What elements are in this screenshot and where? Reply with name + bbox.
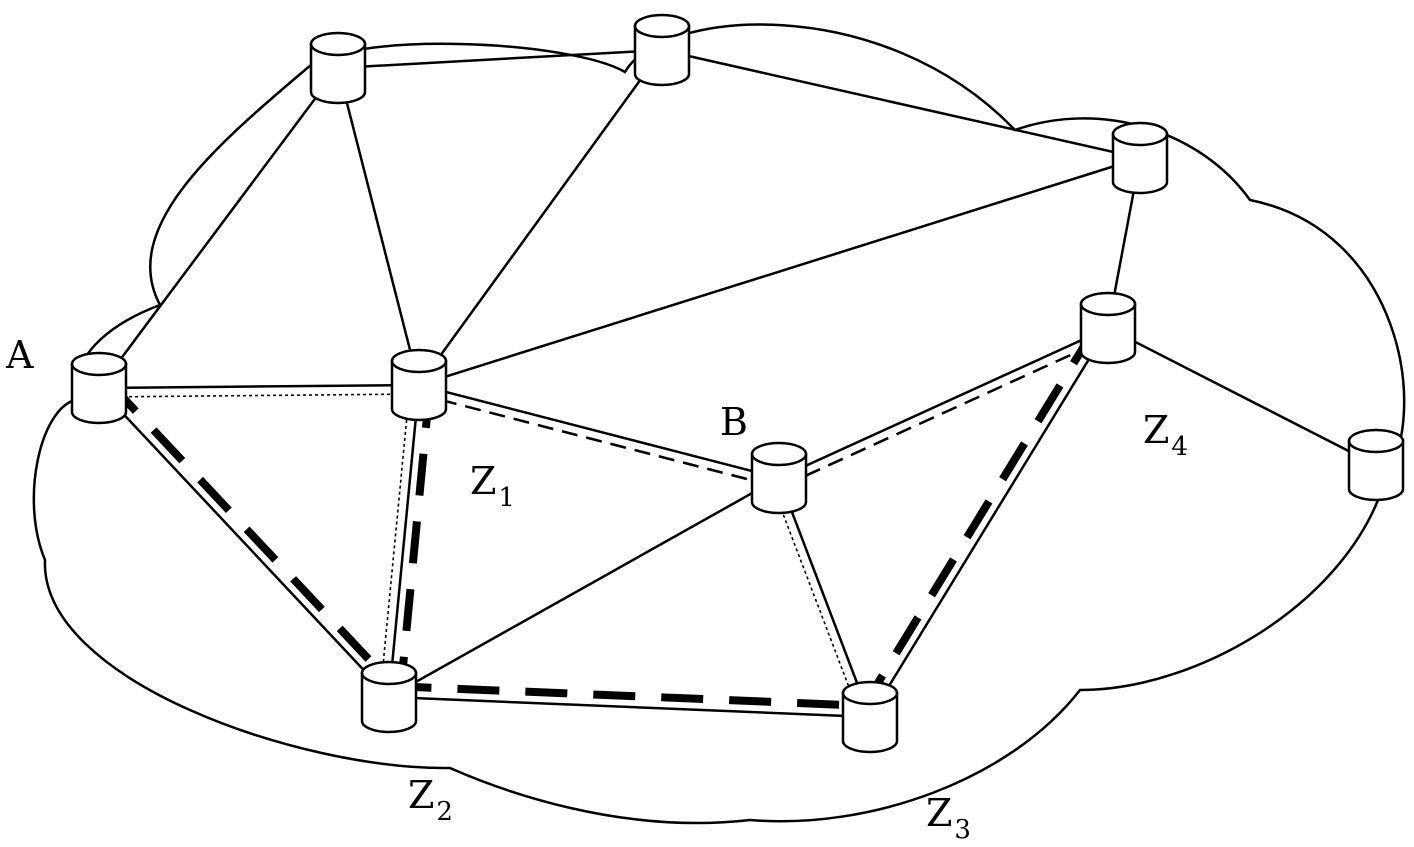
link-dashed-B-Z4 [782, 335, 1113, 488]
node-label-A: A [5, 333, 34, 377]
link-solid-B-Z3 [777, 477, 872, 718]
link-solid-Z2-Z3 [388, 695, 871, 719]
link-solid-n2-n3 [661, 48, 1141, 160]
link-dashed-Z1-B [416, 392, 778, 488]
node-n1-cylinder-icon [309, 31, 367, 105]
link-solid-n3-Z1 [418, 156, 1141, 387]
network-cloud-outline [32, 23, 1406, 825]
link-dotted-A-Z1 [99, 393, 420, 398]
node-Z3-cylinder-icon [841, 680, 899, 754]
link-solid-Z1-B [418, 383, 780, 480]
link-bold-dashed-A-Z2 [104, 377, 400, 693]
node-n4-cylinder-icon [1079, 291, 1137, 365]
link-bold-dashed-Z2-Z3 [389, 682, 871, 711]
nodes-layer [70, 13, 1405, 754]
node-A-cylinder-icon [70, 351, 128, 425]
node-label-Z2: Z2 [408, 773, 453, 827]
link-solid-A-Z1 [98, 383, 420, 390]
link-solid-n1-A [97, 67, 340, 389]
link-dotted-B-Z3 [769, 480, 863, 721]
link-dotted-Z1-Z2 [379, 384, 411, 697]
link-solid-A-Z2 [98, 387, 390, 698]
node-label-B: B [720, 400, 748, 444]
link-solid-B-Z4 [778, 326, 1109, 480]
node-label-Z4: Z4 [1143, 408, 1188, 462]
link-solid-Z4-Z3 [868, 327, 1110, 718]
node-Z1-cylinder-icon [390, 348, 448, 422]
links-layer [97, 48, 1377, 721]
link-bold-dashed-Z1-Z2 [395, 385, 434, 699]
node-Z2-cylinder-icon [360, 660, 418, 734]
node-n5-cylinder-icon [1347, 428, 1405, 502]
link-solid-n1-Z1 [336, 67, 421, 386]
link-solid-n1-n2 [337, 48, 663, 70]
node-n3-cylinder-icon [1111, 121, 1169, 195]
node-label-Z3: Z3 [926, 791, 971, 845]
link-bold-dashed-Z3-Z4 [857, 320, 1103, 714]
node-B-cylinder-icon [750, 441, 808, 515]
link-solid-B-Z2 [388, 476, 780, 699]
labels-layer: A B Z1 Z2 Z3 Z4 [5, 333, 1188, 845]
link-solid-Z4-n5 [1107, 326, 1377, 467]
link-solid-n2-Z1 [417, 49, 664, 386]
node-label-Z1: Z1 [470, 459, 515, 513]
link-solid-Z1-Z2 [387, 384, 421, 698]
node-n2-cylinder-icon [633, 13, 691, 87]
